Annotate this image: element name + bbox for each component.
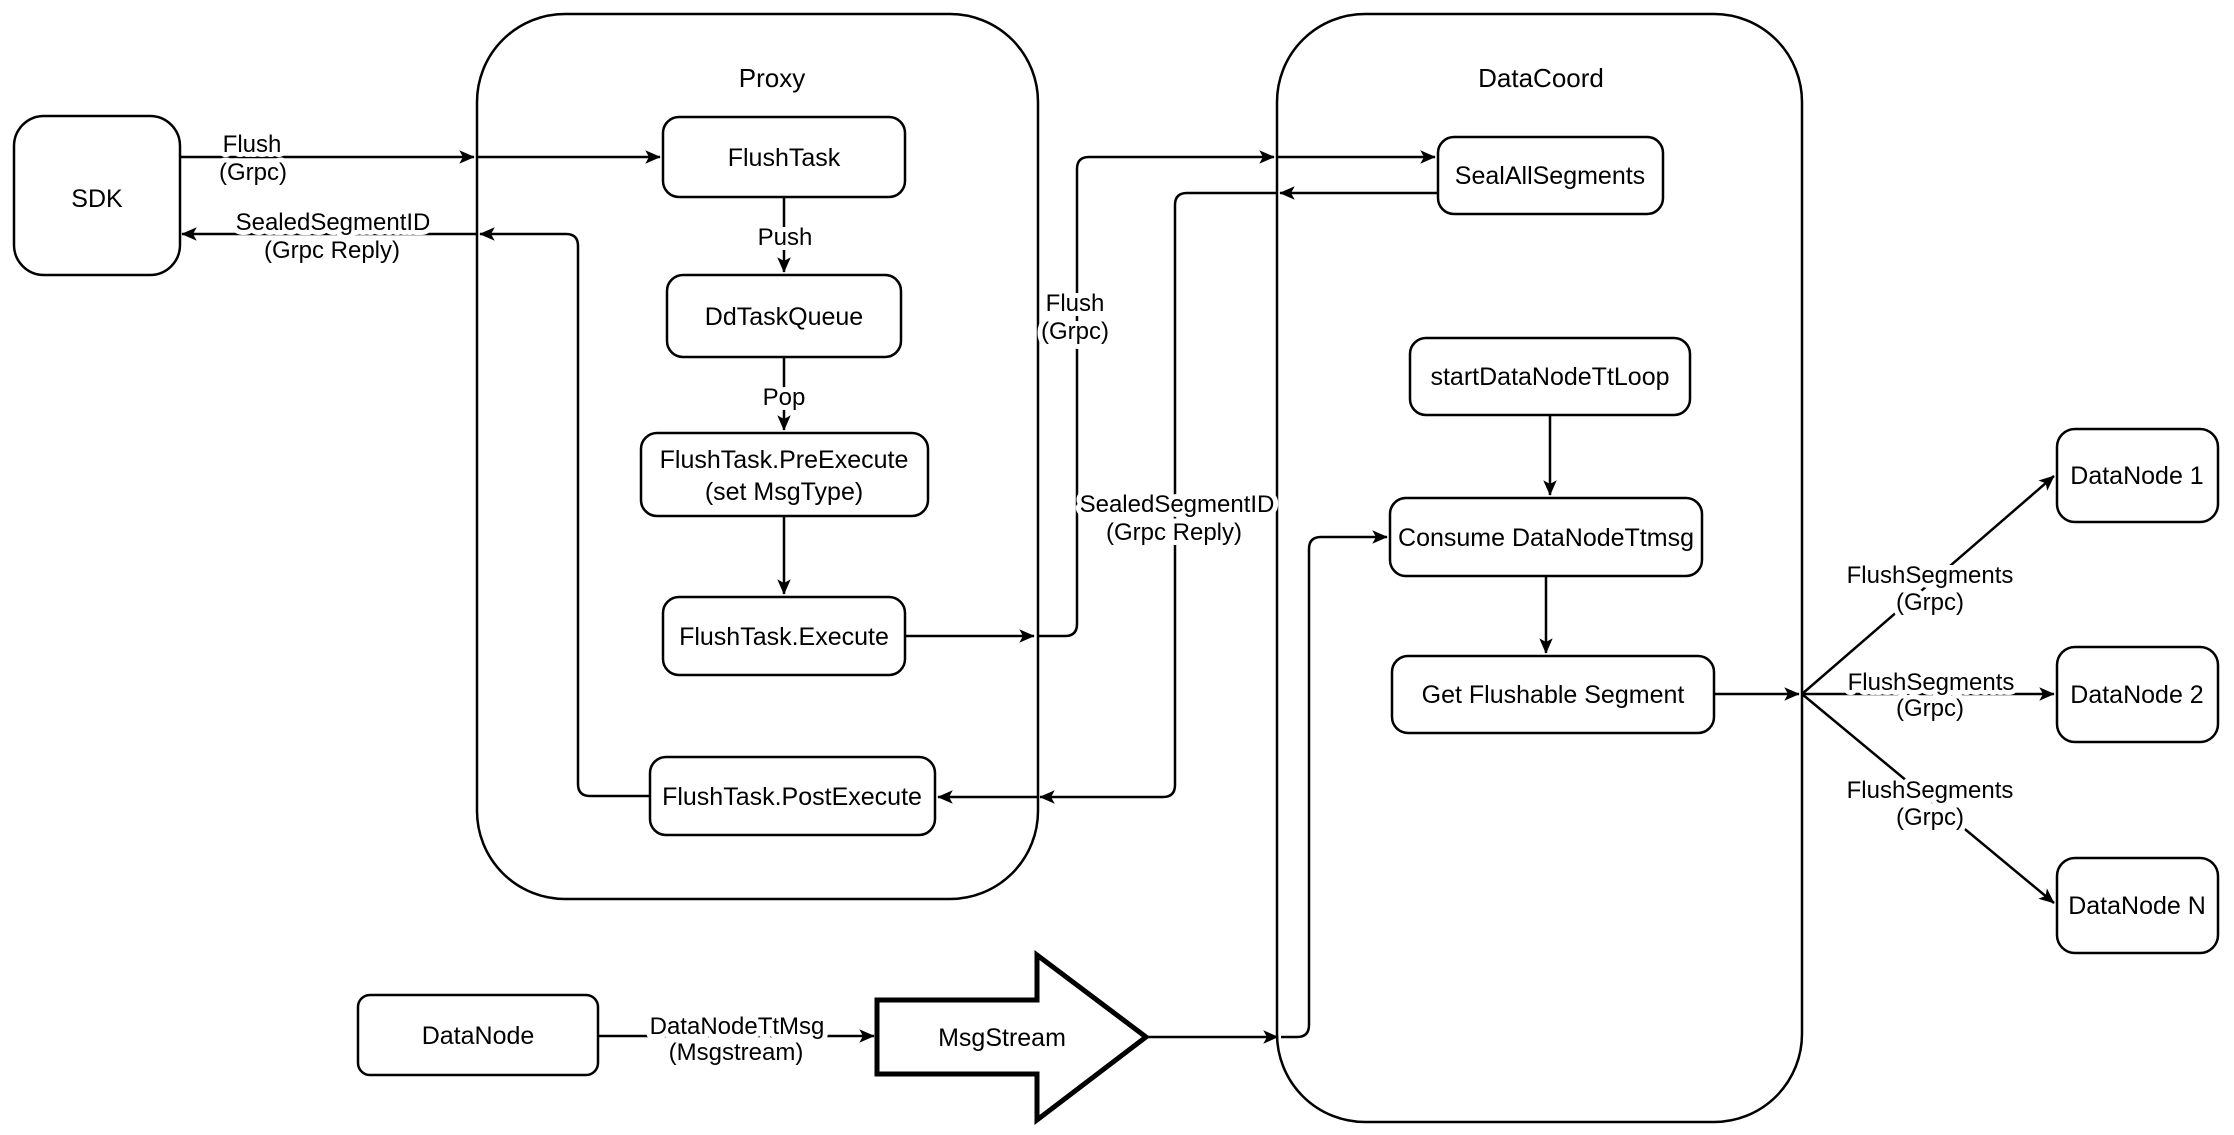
- edge-flushsegments-to-datanoden: [1801, 693, 2055, 904]
- node-postexecute-label: FlushTask.PostExecute: [662, 783, 922, 811]
- node-datanoden: DataNode N: [2055, 856, 2220, 955]
- edge-label-sealedsegmentid-sdk: SealedSegmentID (Grpc Reply): [231, 204, 436, 269]
- edge-label-sealedsegmentid-sdk-line1: SealedSegmentID: [236, 209, 431, 236]
- edge-label-datanodettmsg-line2: (Msgstream): [669, 1039, 804, 1066]
- edge-label-flush-mid-line1: Flush: [1046, 290, 1105, 317]
- node-sdk: SDK: [12, 114, 182, 277]
- node-sdk-box: [12, 114, 182, 277]
- node-get-flushable-segment-label: Get Flushable Segment: [1422, 681, 1685, 709]
- node-datanode2: DataNode 2: [2055, 645, 2220, 744]
- node-datanode1-box: [2055, 427, 2220, 524]
- node-get-flushable-segment: Get Flushable Segment: [1390, 654, 1716, 735]
- node-ddtaskqueue-box: [665, 273, 903, 359]
- node-postexecute-box: [648, 755, 937, 837]
- node-preexecute: FlushTask.PreExecute (set MsgType): [639, 431, 930, 518]
- edge-label-flushsegments-3: FlushSegments (Grpc): [1842, 772, 2019, 836]
- edge-label-sealedsegmentid-sdk-line2: (Grpc Reply): [264, 237, 400, 264]
- edge-msgstream-to-consume: [1281, 530, 1388, 1039]
- proxy-container: Proxy: [475, 12, 1040, 901]
- node-execute: FlushTask.Execute: [661, 595, 907, 677]
- node-get-flushable-segment-box: [1390, 654, 1716, 735]
- edge-label-push: Push: [753, 219, 818, 256]
- node-datanode1-label: DataNode 1: [2070, 462, 2203, 490]
- node-consume-datanodettmsg-box: [1388, 496, 1704, 578]
- node-flushtask-box: [661, 115, 907, 199]
- node-preexecute-box: [639, 431, 930, 518]
- datacoord-container-title: DataCoord: [1478, 63, 1604, 93]
- node-datanoden-label: DataNode N: [2068, 892, 2206, 920]
- node-preexecute-label-line2: (set MsgType): [705, 478, 863, 506]
- edge-label-flush-sdk-line2: (Grpc): [219, 159, 287, 186]
- node-datanode2-label: DataNode 2: [2070, 681, 2203, 709]
- edge-label-sealedsegmentid-mid: SealedSegmentID (Grpc Reply): [1075, 486, 1280, 551]
- edge-label-datanodettmsg: DataNodeTtMsg (Msgstream): [645, 1008, 830, 1071]
- node-postexecute: FlushTask.PostExecute: [648, 755, 937, 837]
- edge-label-flushsegments-2: FlushSegments (Grpc): [1843, 664, 2020, 727]
- node-datanode2-box: [2055, 645, 2220, 744]
- edge-label-flushsegments-1-line2: (Grpc): [1896, 589, 1964, 616]
- node-sealallsegments-box: [1436, 135, 1665, 216]
- node-datanode: DataNode: [356, 993, 600, 1077]
- edge-label-flushsegments-2-line1: FlushSegments: [1848, 669, 2015, 696]
- edge-label-pop-line1: Pop: [763, 384, 806, 411]
- node-execute-label: FlushTask.Execute: [679, 623, 889, 651]
- edge-label-sealedsegmentid-mid-line2: (Grpc Reply): [1106, 519, 1242, 546]
- edge-label-flush-sdk: Flush (Grpc): [214, 126, 292, 191]
- node-datanode-label: DataNode: [422, 1022, 535, 1050]
- edge-label-push-line1: Push: [758, 224, 813, 251]
- edge-label-flush-mid-line2: (Grpc): [1041, 318, 1109, 345]
- node-consume-datanodettmsg: Consume DataNodeTtmsg: [1388, 496, 1704, 578]
- node-startdatanodettloop-label: startDataNodeTtLoop: [1430, 363, 1669, 391]
- node-consume-datanodettmsg-label: Consume DataNodeTtmsg: [1398, 524, 1694, 552]
- edge-label-flushsegments-3-line2: (Grpc): [1896, 804, 1964, 831]
- datacoord-container-border: [1275, 12, 1804, 1124]
- edge-label-flush-sdk-line1: Flush: [223, 131, 282, 158]
- edge-label-flushsegments-2-line2: (Grpc): [1896, 695, 1964, 722]
- node-startdatanodettloop-box: [1408, 336, 1692, 417]
- node-ddtaskqueue-label: DdTaskQueue: [705, 303, 863, 331]
- node-ddtaskqueue: DdTaskQueue: [665, 273, 903, 359]
- edge-label-flushsegments-1-line1: FlushSegments: [1847, 562, 2014, 589]
- edge-flushsegments-to-datanode1: [1801, 475, 2055, 695]
- node-execute-box: [661, 595, 907, 677]
- edge-reply-down-to-proxy-edge: [1039, 191, 1277, 804]
- node-sealallsegments-label: SealAllSegments: [1455, 162, 1645, 190]
- node-datanode-box: [356, 993, 600, 1077]
- edge-label-flushsegments-1: FlushSegments (Grpc): [1842, 557, 2019, 621]
- node-flushtask-label: FlushTask: [728, 144, 841, 172]
- node-msgstream: MsgStream: [874, 949, 1151, 1126]
- node-preexecute-label-line1: FlushTask.PreExecute: [660, 446, 909, 474]
- edge-label-flush-mid: Flush (Grpc): [1036, 285, 1114, 350]
- edge-reply-postexecute-to-proxy-edge: [479, 227, 650, 798]
- node-datanode1: DataNode 1: [2055, 427, 2220, 524]
- edge-label-pop: Pop: [758, 379, 811, 416]
- edge-label-sealedsegmentid-mid-line1: SealedSegmentID: [1080, 491, 1275, 518]
- edge-flush-to-datacoord-edge: [1038, 150, 1275, 638]
- proxy-container-title: Proxy: [739, 63, 805, 93]
- edge-label-datanodettmsg-line1: DataNodeTtMsg: [650, 1013, 825, 1040]
- node-msgstream-label: MsgStream: [938, 1024, 1066, 1052]
- node-datanoden-box: [2055, 856, 2220, 955]
- datacoord-container: DataCoord: [1275, 12, 1804, 1124]
- proxy-container-border: [475, 12, 1040, 901]
- node-flushtask: FlushTask: [661, 115, 907, 199]
- node-startdatanodettloop: startDataNodeTtLoop: [1408, 336, 1692, 417]
- node-sealallsegments: SealAllSegments: [1436, 135, 1665, 216]
- node-sdk-label: SDK: [71, 185, 123, 213]
- node-preexecute-label: FlushTask.PreExecute (set MsgType): [660, 446, 909, 506]
- msgstream-arrow-shape: [874, 949, 1151, 1126]
- edge-label-flushsegments-3-line1: FlushSegments: [1847, 777, 2014, 804]
